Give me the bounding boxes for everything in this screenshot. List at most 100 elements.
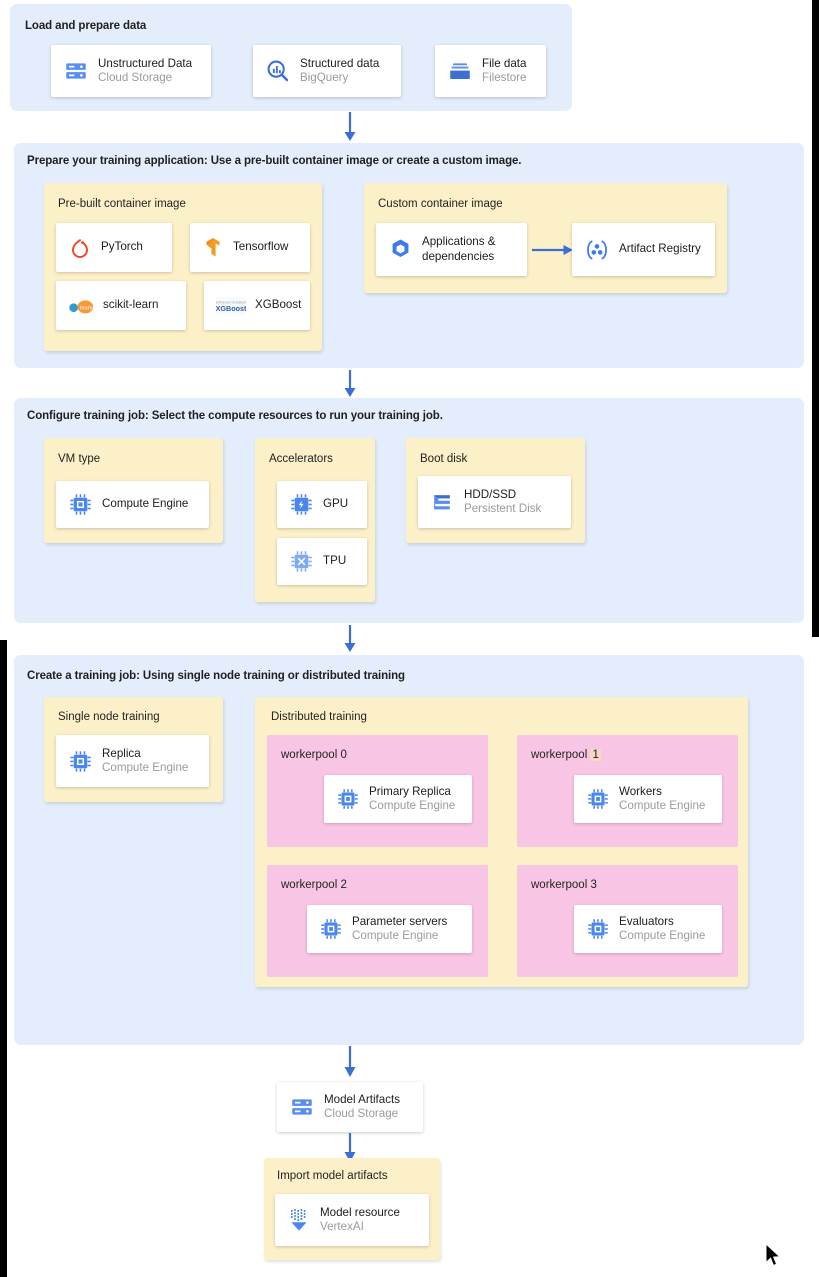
card-subtitle: BigQuery: [300, 71, 349, 84]
pool-label-text: workerpool 2: [281, 879, 347, 891]
pool-label: workerpool 0: [281, 749, 347, 761]
card-evaluators[interactable]: Evaluators Compute Engine: [574, 905, 733, 964]
pytorch-icon: [68, 236, 92, 260]
cpu-chip-icon: [319, 917, 343, 941]
card-subtitle: Compute Engine: [619, 929, 706, 942]
group-title: Pre-built container image: [58, 198, 186, 210]
pool-label-text: workerpool 0: [281, 749, 347, 761]
pool-label-text: workerpool 3: [531, 879, 597, 891]
group-title: Accelerators: [269, 453, 333, 465]
card-title: Applications & dependencies: [422, 235, 496, 263]
arrow-artifacts-to-import: [344, 1133, 356, 1162]
card-hdd-ssd[interactable]: HDD/SSD Persistent Disk: [418, 476, 571, 528]
card-title: scikit-learn: [103, 298, 159, 312]
tensorflow-icon: [202, 236, 224, 260]
card-scikit-learn[interactable]: learn scikit-learn: [56, 281, 186, 330]
container-box-icon: [388, 237, 413, 262]
card-subtitle: Compute Engine: [352, 929, 439, 942]
card-artifact-registry[interactable]: Artifact Registry: [572, 223, 715, 276]
card-applications-and-dependencies[interactable]: Applications & dependencies: [376, 223, 527, 276]
card-title: Workers: [619, 784, 662, 798]
group-prebuilt-container-image: Pre-built container image PyTorch: [44, 183, 322, 351]
arrow-configure-to-create: [344, 625, 356, 652]
card-subtitle: Compute Engine: [619, 799, 706, 812]
card-subtitle: Cloud Storage: [98, 71, 173, 84]
group-title: Custom container image: [378, 198, 503, 210]
card-workers[interactable]: Workers Compute Engine: [574, 775, 733, 834]
card-model-artifacts[interactable]: Model Artifacts Cloud Storage: [277, 1082, 423, 1132]
viewport-edge-right: [812, 0, 819, 637]
card-title: XGBoost: [255, 298, 302, 312]
card-title: GPU: [323, 497, 349, 511]
card-title: Parameter servers: [352, 914, 448, 928]
stage-load-and-prepare-data: Load and prepare data Unstructured Data …: [10, 4, 572, 111]
card-pytorch[interactable]: PyTorch: [56, 223, 172, 272]
card-subtitle: Compute Engine: [102, 761, 189, 774]
tpu-chip-icon: [289, 549, 314, 574]
card-structured-data[interactable]: Structured data BigQuery: [253, 45, 401, 97]
stage-title: Create a training job: Using single node…: [27, 670, 405, 682]
arrow-create-to-artifacts: [344, 1046, 356, 1077]
card-title: Primary Replica: [369, 784, 451, 798]
card-unstructured-data[interactable]: Unstructured Data Cloud Storage: [51, 45, 211, 97]
card-xgboost[interactable]: eXtreme Gradient XGBoost XGBoost: [204, 281, 310, 330]
xgboost-icon: eXtreme Gradient XGBoost: [216, 295, 246, 317]
mouse-cursor: [765, 1243, 782, 1267]
card-title: Replica: [102, 746, 141, 760]
card-tpu[interactable]: TPU: [277, 538, 367, 585]
card-primary-replica[interactable]: Primary Replica Compute Engine: [324, 775, 483, 834]
scikit-learn-icon: learn: [68, 296, 94, 316]
pool-label: workerpool 3: [531, 879, 597, 891]
card-gpu[interactable]: GPU: [277, 481, 367, 528]
group-boot-disk: Boot disk HDD/SSD Persistent Disk: [406, 438, 585, 543]
card-replica[interactable]: Replica Compute Engine: [56, 735, 209, 787]
group-accelerators: Accelerators GPU: [255, 438, 375, 602]
group-custom-container-image: Custom container image Applications & de…: [364, 183, 727, 293]
card-title: File data: [482, 56, 527, 70]
pool-workerpool-2: workerpool 2: [267, 865, 488, 977]
cpu-chip-icon: [586, 787, 610, 811]
group-title: VM type: [58, 453, 101, 465]
group-single-node-training: Single node training: [44, 697, 223, 802]
card-title: Tensorflow: [233, 240, 289, 254]
svg-text:eXtreme Gradient: eXtreme Gradient: [216, 299, 246, 304]
cloud-storage-icon: [63, 58, 89, 84]
pool-workerpool-0: workerpool 0: [267, 735, 488, 847]
cpu-chip-icon: [586, 917, 610, 941]
gpu-chip-icon: [289, 492, 314, 517]
card-parameter-servers[interactable]: Parameter servers Compute Engine: [307, 905, 483, 964]
group-title: Single node training: [58, 711, 160, 723]
card-title: Model resource: [320, 1205, 400, 1219]
card-title: Compute Engine: [102, 497, 189, 511]
cloud-storage-icon: [289, 1094, 315, 1120]
card-title: Artifact Registry: [619, 242, 701, 256]
group-title: Import model artifacts: [277, 1170, 388, 1182]
card-file-data[interactable]: File data Filestore: [435, 45, 546, 97]
cpu-chip-icon: [336, 787, 360, 811]
card-subtitle: Cloud Storage: [324, 1107, 399, 1120]
arrow-prepare-to-configure: [344, 370, 356, 397]
group-vm-type: VM type C: [44, 438, 223, 543]
card-title: TPU: [323, 554, 347, 568]
card-title: PyTorch: [101, 240, 143, 254]
bigquery-icon: [265, 58, 291, 84]
card-title: Structured data: [300, 56, 380, 70]
card-title: Unstructured Data: [98, 56, 193, 70]
svg-text:XGBoost: XGBoost: [216, 303, 246, 312]
artifact-registry-icon: [584, 238, 610, 262]
pool-label: workerpool 2: [281, 879, 347, 891]
pool-workerpool-1: workerpool 1: [517, 735, 738, 847]
group-title: Distributed training: [271, 711, 367, 723]
card-compute-engine[interactable]: Compute Engine: [56, 481, 209, 528]
pool-label: workerpool 1: [531, 749, 601, 761]
card-tensorflow[interactable]: Tensorflow: [190, 223, 310, 272]
card-model-resource[interactable]: Model resource VertexAI: [275, 1194, 429, 1246]
group-distributed-training: Distributed training workerpool 0: [255, 697, 748, 987]
card-subtitle: VertexAI: [320, 1220, 364, 1233]
group-import-model-artifacts: Import model artifacts Model resource Ve…: [264, 1158, 440, 1260]
cpu-chip-icon: [68, 749, 93, 774]
viewport-edge-left: [0, 640, 7, 1277]
card-title: HDD/SSD: [464, 487, 517, 501]
stage-title: Configure training job: Select the compu…: [27, 410, 443, 422]
